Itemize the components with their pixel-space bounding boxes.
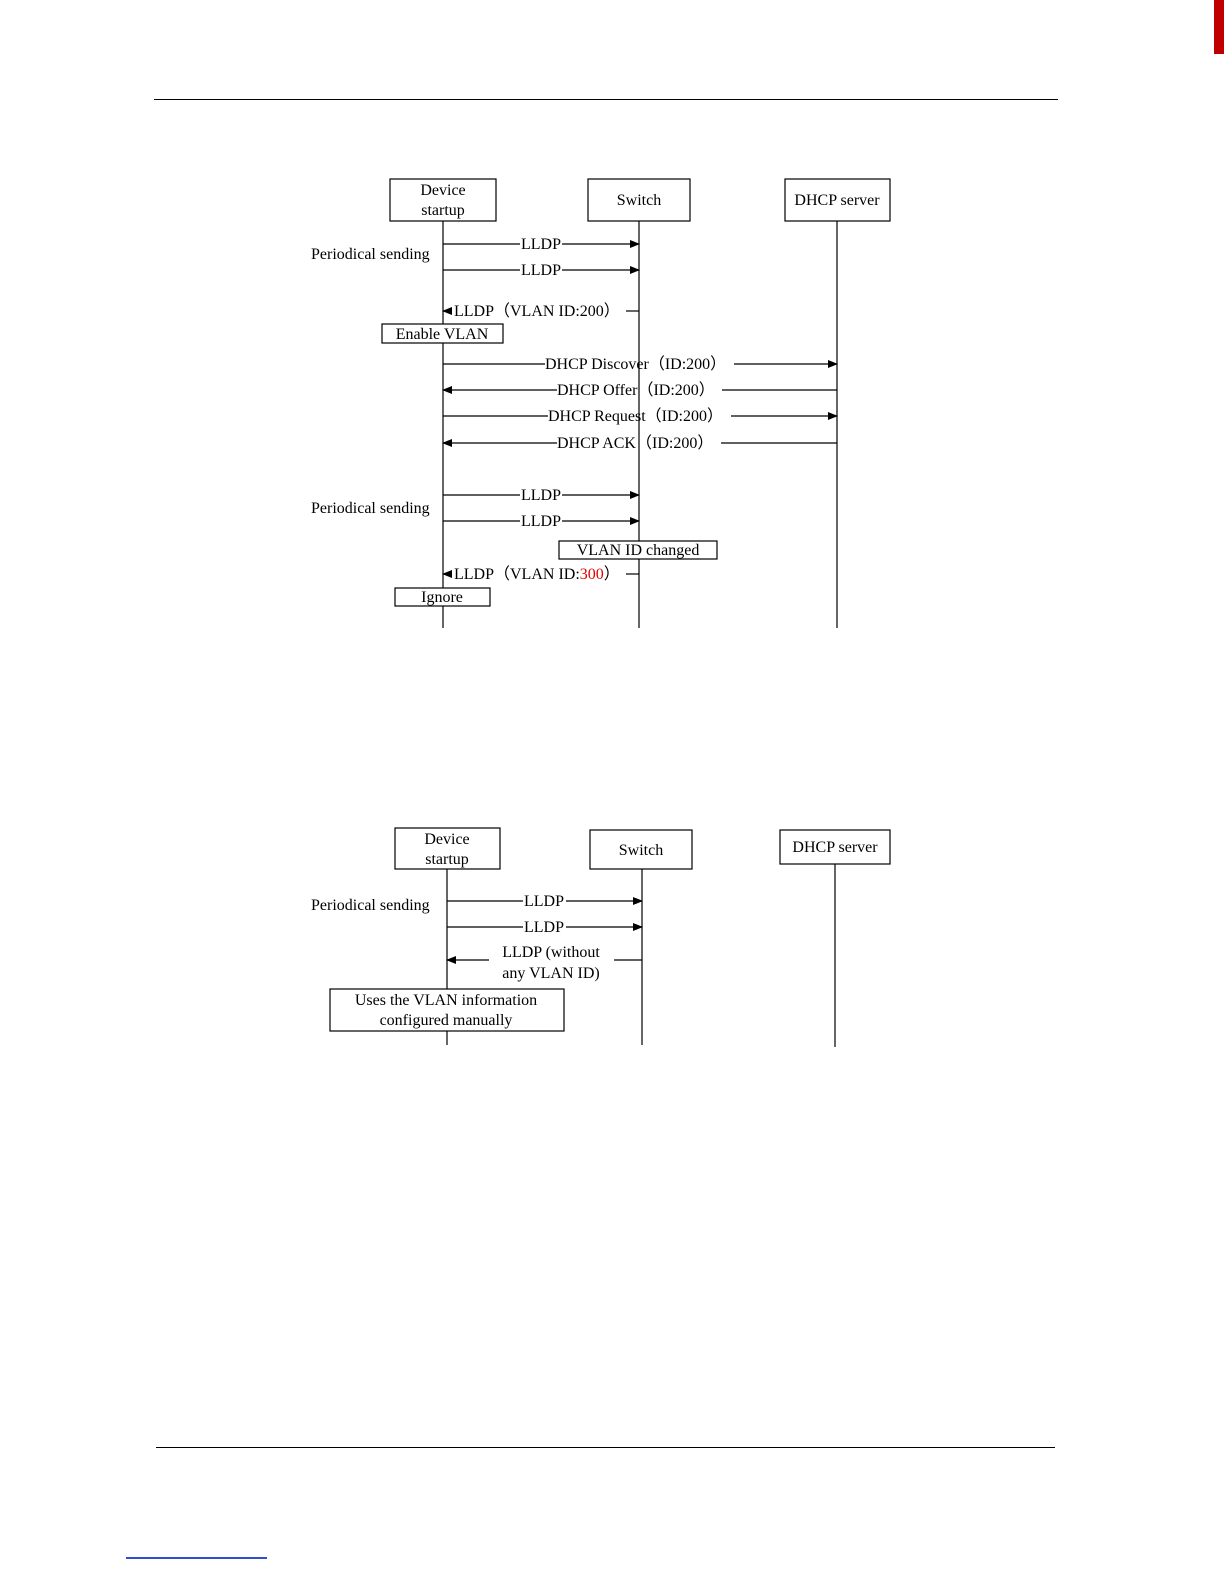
device-label-line2: startup <box>425 851 469 868</box>
lldp-message-label: LLDP <box>524 893 564 910</box>
switch-label: Switch <box>619 842 663 859</box>
lldp-no-vlan-label-line1: LLDP (without <box>502 944 600 961</box>
lldp-vlan300-prefix: LLDP（VLAN ID: <box>454 565 580 583</box>
enable-vlan-note: Enable VLAN <box>396 326 489 343</box>
lldp-vlan300-label: LLDP（VLAN ID:300） <box>454 565 620 583</box>
ignore-note: Ignore <box>421 589 463 606</box>
page-edge-tab <box>1214 0 1224 54</box>
lldp-no-vlan-label-line2: any VLAN ID) <box>502 965 599 982</box>
dhcp-server-box <box>779 829 891 865</box>
dhcp-server-box <box>784 178 891 222</box>
diagram-no-vlan: Device startup Switch DHCP server Period… <box>311 827 891 1047</box>
header-rule <box>154 99 1058 100</box>
lldp-message-label: LLDP <box>521 487 561 504</box>
lldp-message-label: LLDP <box>521 236 561 253</box>
footer-link-underline <box>126 1557 267 1559</box>
dhcp-label: DHCP server <box>794 192 880 209</box>
dhcp-ack-label: DHCP ACK（ID:200） <box>557 434 713 452</box>
lldp-message-label: LLDP <box>521 262 561 279</box>
manual-vlan-note-box <box>329 988 565 1032</box>
lldp-vlan300-suffix: ） <box>604 565 620 583</box>
device-startup-box <box>389 178 497 222</box>
vlan-changed-note: VLAN ID changed <box>577 542 700 559</box>
device-label-line1: Device <box>424 831 469 848</box>
periodical-sending-note: Periodical sending <box>311 500 430 517</box>
dhcp-label: DHCP server <box>792 839 878 856</box>
lldp-vlan200-label: LLDP（VLAN ID:200） <box>454 302 620 320</box>
lldp-message-label: LLDP <box>524 919 564 936</box>
diagram-vlan-assignment: Device startup Switch DHCP server Period… <box>311 178 891 628</box>
footer-rule <box>156 1447 1055 1448</box>
vlan-id-300-highlight: 300 <box>580 566 604 583</box>
device-label-line2: startup <box>421 202 465 219</box>
enable-vlan-note-box <box>381 323 504 344</box>
switch-box <box>587 178 691 222</box>
device-label-line1: Device <box>420 182 465 199</box>
ignore-note-box <box>394 587 491 607</box>
dhcp-request-label: DHCP Request（ID:200） <box>548 407 723 425</box>
switch-label: Switch <box>617 192 661 209</box>
device-startup-box <box>394 827 501 870</box>
periodical-sending-note: Periodical sending <box>311 246 430 263</box>
manual-vlan-note-line2: configured manually <box>380 1012 513 1029</box>
periodical-sending-note: Periodical sending <box>311 897 430 914</box>
dhcp-offer-label: DHCP Offer（ID:200） <box>557 381 715 399</box>
dhcp-discover-label: DHCP Discover（ID:200） <box>545 355 726 373</box>
manual-vlan-note-line1: Uses the VLAN information <box>355 992 537 1009</box>
switch-box <box>589 829 693 870</box>
lldp-message-label: LLDP <box>521 513 561 530</box>
vlan-changed-note-box <box>558 540 718 560</box>
